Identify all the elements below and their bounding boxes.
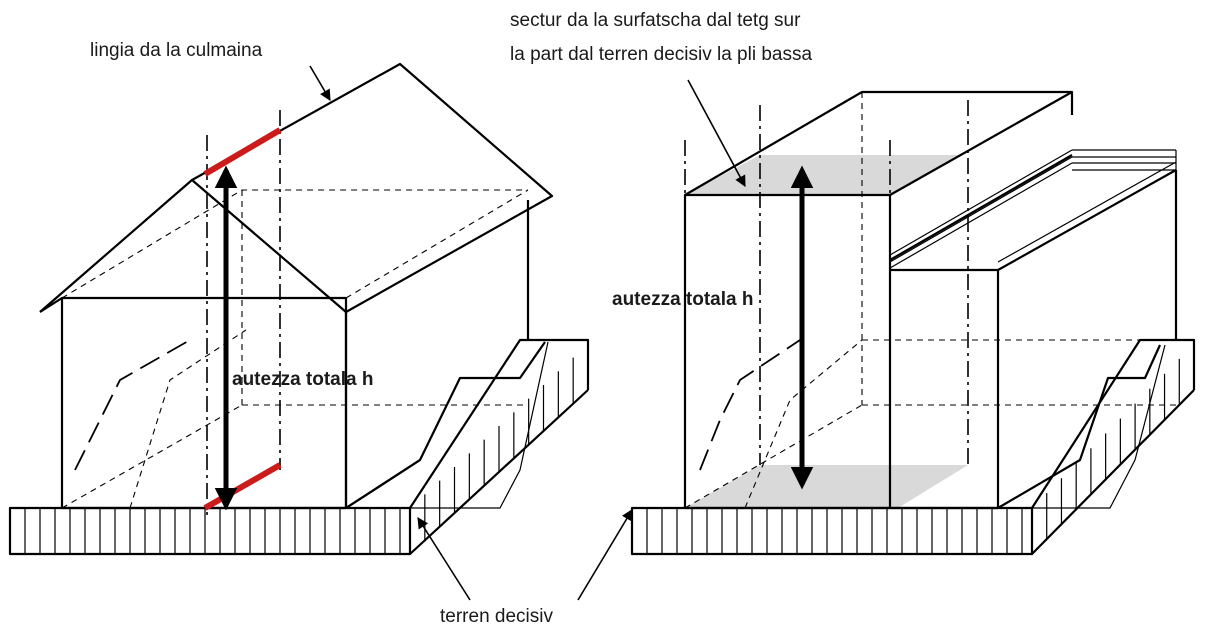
terrain-leader-left	[417, 517, 471, 601]
ground-line-highlight	[203, 462, 282, 511]
ridge-leader-arrow	[309, 65, 331, 101]
right-terrain-slab	[630, 338, 1196, 556]
right-hidden-edges	[684, 92, 1176, 509]
parapet-lines	[889, 149, 1177, 269]
ridge-line-label: lingia da la culmaina	[90, 40, 263, 61]
roof-sector-label-line2: la part dal terren decisiv la pli bassa	[510, 44, 812, 65]
decisive-terrain-callout: terren decisiv	[417, 509, 633, 627]
right-building-block	[683, 90, 1178, 510]
left-terrain-slab	[8, 338, 590, 556]
right-total-height-label: autezza totala h	[612, 289, 753, 310]
roof-sector-label-line1: sectur da la surfatscha dal tetg sur	[510, 10, 801, 31]
left-gable-roof	[39, 62, 554, 313]
terrain-leader-right	[577, 509, 633, 601]
decisive-terrain-label: terren decisiv	[440, 606, 553, 627]
right-figure-flat-building: autezza totala h sectur da la surfatscha…	[510, 10, 1196, 556]
left-house-walls	[60, 200, 530, 510]
roof-sector-leader-arrow	[687, 79, 746, 187]
roof-sector-shaded	[685, 155, 960, 195]
left-side-hatching	[424, 357, 574, 541]
left-total-height-label: autezza totala h	[232, 369, 373, 390]
ground-sector-shaded	[685, 465, 968, 508]
left-figure-gable-house: autezza totala h lingia da la culmaina	[8, 40, 590, 556]
left-front-hatching	[24, 508, 401, 554]
right-front-hatching	[646, 508, 1023, 554]
right-side-hatching	[1046, 358, 1180, 540]
left-hidden-edges	[61, 189, 529, 509]
ridge-line-highlight	[203, 127, 282, 177]
